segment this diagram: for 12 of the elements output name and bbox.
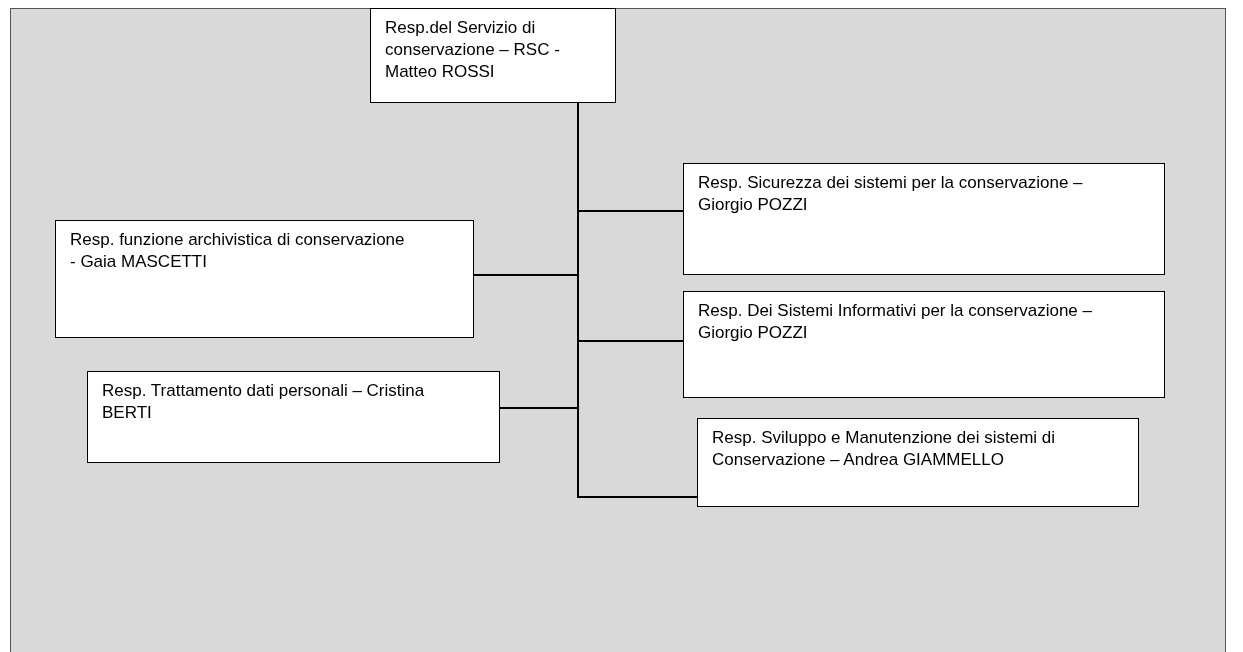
role-text: Resp. Dei Sistemi Informativi per la conservazione – Giorgio POZZI	[698, 300, 1093, 344]
role-text: Resp. Sicurezza dei sistemi per la conservazione – Giorgio POZZI	[698, 172, 1084, 216]
role-box	[87, 371, 500, 463]
role-box	[683, 163, 1165, 275]
role-text: Resp.del Servizio di conservazione – RSC - Matteo ROSSI	[385, 17, 561, 83]
role-box	[370, 8, 616, 103]
role-text: Resp. funzione archivistica di conservazione - Gaia MASCETTI	[70, 229, 406, 273]
role-box	[55, 220, 474, 338]
role-box	[683, 291, 1165, 398]
role-text: Resp. Trattamento dati personali – Cristina BERTI	[102, 380, 426, 424]
role-text: Resp. Sviluppo e Manutenzione dei sistemi di Conservazione – Andrea GIAMMELLO	[712, 427, 1057, 471]
role-box	[697, 418, 1139, 507]
